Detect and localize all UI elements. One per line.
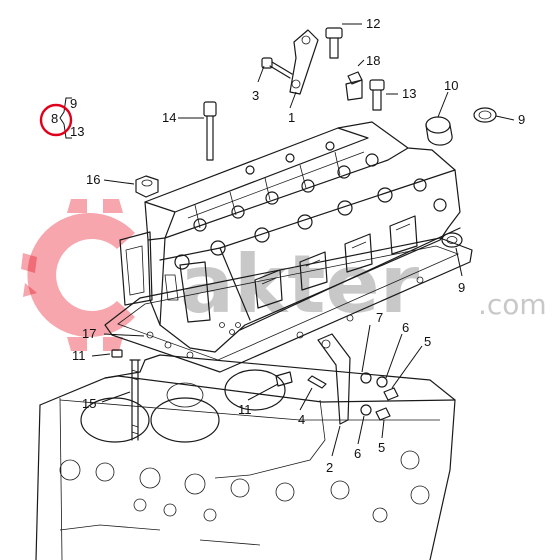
part-labels: 12 18 3 13 10 9 14 1 16 9 17 11 7 6 5 15…: [72, 16, 525, 475]
label-part-10: 10: [444, 78, 458, 93]
glow-plug-13: [369, 79, 385, 111]
label-part-5-top: 5: [424, 334, 431, 349]
label-part-4: 4: [298, 412, 305, 427]
group-label-lower: 13: [70, 124, 84, 139]
nuts-washers: [360, 372, 399, 421]
bracket-1: [289, 29, 319, 95]
cap-10: [425, 116, 453, 146]
gasket-holes: [146, 276, 424, 359]
side-ports: [254, 215, 418, 309]
cylinder-bores: [80, 369, 286, 443]
group-label-upper: 9: [70, 96, 77, 111]
group-label-8: 9 13 8: [39, 96, 84, 139]
label-part-6-bottom: 6: [354, 446, 361, 461]
head-studs: [219, 322, 241, 335]
plug-9-side: [441, 232, 463, 248]
label-part-17: 17: [82, 326, 96, 341]
head-bolt-14: [203, 101, 217, 161]
label-part-11-middle: 11: [238, 402, 252, 417]
head-ports: [174, 141, 447, 270]
head-gasket: [104, 237, 473, 373]
plug-9-top: [473, 107, 497, 123]
leader-lines: [91, 23, 515, 457]
label-part-9-side: 9: [458, 280, 465, 295]
label-part-12: 12: [366, 16, 380, 31]
label-part-14: 14: [162, 110, 176, 125]
watermark-logo: akter .com: [21, 199, 547, 351]
cylinder-head: [119, 121, 461, 353]
watermark-suffix: .com: [478, 288, 547, 321]
watermark-text: akter: [180, 238, 420, 331]
label-part-11-left: 11: [72, 348, 86, 363]
injector-12: [325, 27, 343, 59]
label-part-15: 15: [82, 396, 96, 411]
lifting-bracket-2: [317, 333, 351, 425]
label-part-18: 18: [366, 53, 380, 68]
nut-16: [135, 175, 159, 198]
highlight-circle: [39, 103, 73, 137]
label-part-5-bottom: 5: [378, 440, 385, 455]
label-part-7: 7: [376, 310, 383, 325]
sensor-18: [345, 71, 363, 101]
stud-11-middle: [275, 371, 293, 387]
stud-11-left: [111, 349, 123, 358]
label-part-1: 1: [288, 110, 295, 125]
group-label-main: 8: [51, 111, 58, 126]
bolt-3: [261, 57, 293, 79]
watermark-gear-icon: [21, 199, 135, 351]
block-water-holes: [59, 450, 430, 523]
label-part-13: 13: [402, 86, 416, 101]
label-part-16: 16: [86, 172, 100, 187]
stud-4: [307, 375, 327, 389]
engine-block: [35, 354, 456, 560]
label-part-2: 2: [326, 460, 333, 475]
label-part-6-top: 6: [402, 320, 409, 335]
stud-15: [129, 359, 141, 441]
label-part-3: 3: [252, 88, 259, 103]
label-part-9-top: 9: [518, 112, 525, 127]
